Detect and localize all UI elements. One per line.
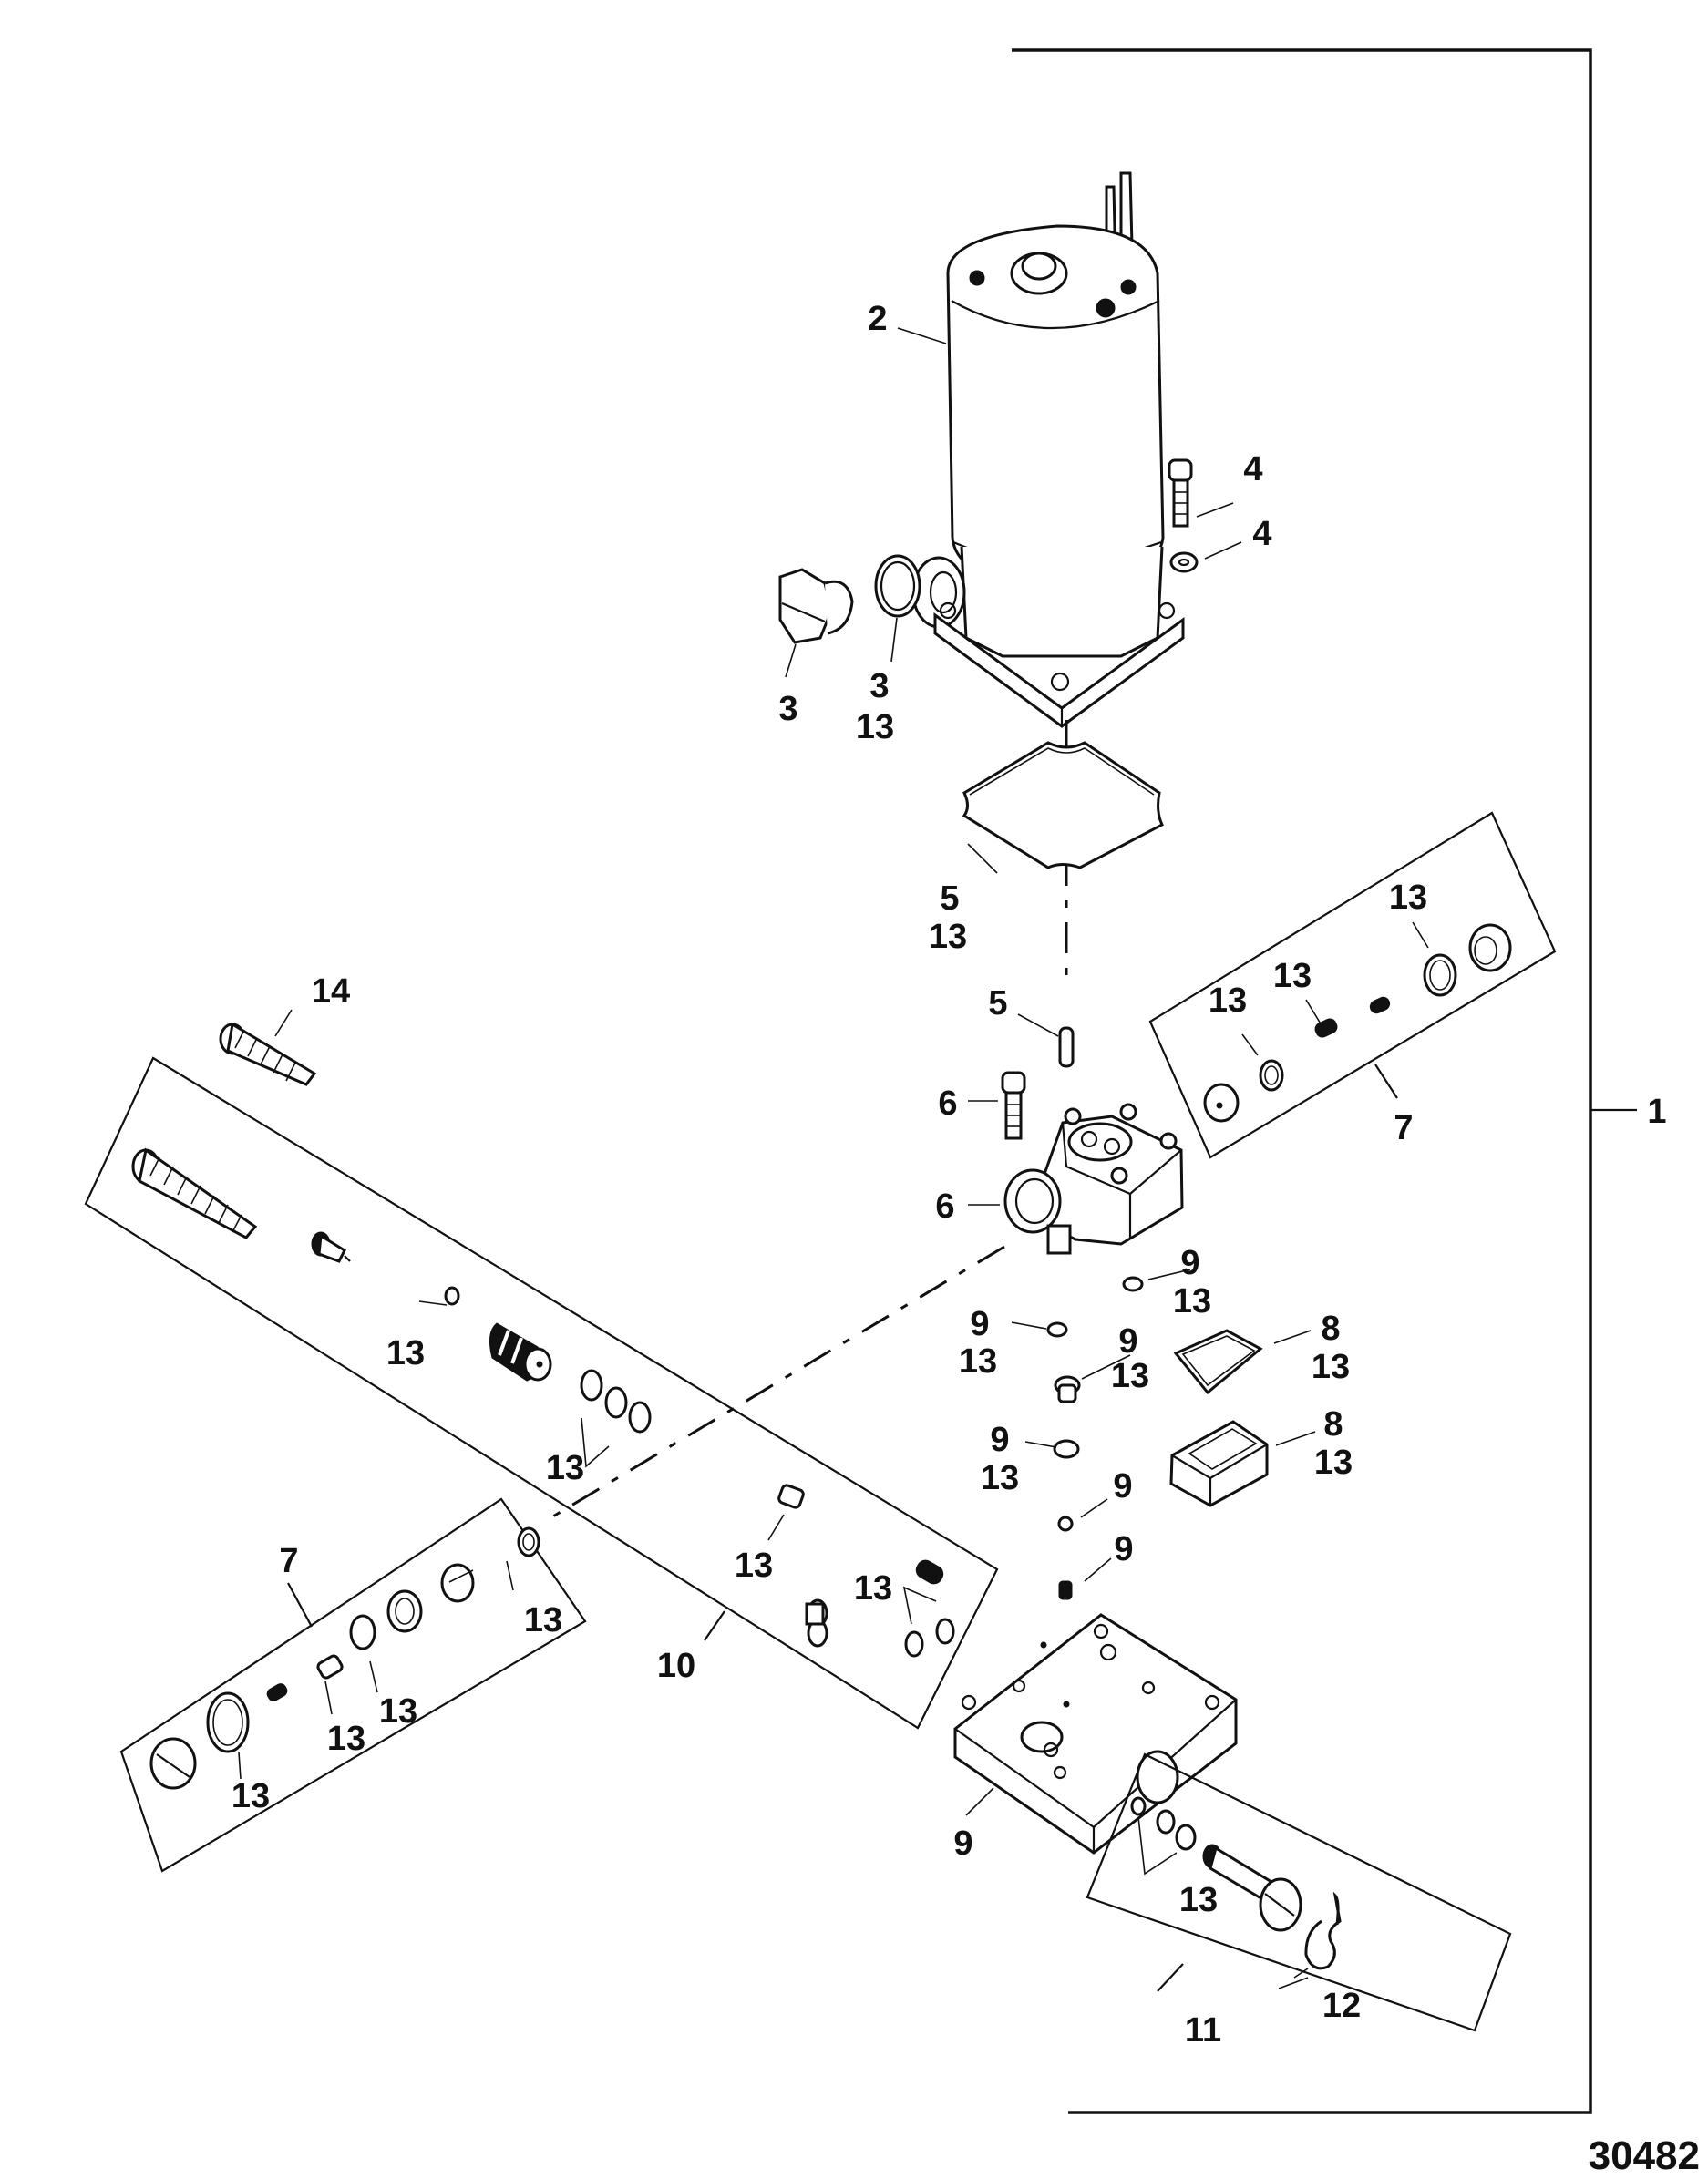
callout-c8b-filter: 8 — [1323, 1405, 1343, 1444]
callout-left-kit-2: 13 — [379, 1692, 417, 1731]
leader-lines — [785, 327, 1316, 1989]
callout-c3b-fill-plug-o-ring: 3 — [869, 667, 889, 705]
check-valve — [1054, 1375, 1081, 1403]
valve-kit-right-box — [1148, 811, 1557, 1159]
callout-c8a-seal: 8 — [1321, 1310, 1340, 1348]
callout-c9b-o-ring: 9 — [970, 1305, 989, 1343]
callout-c9a13-o-ring: 13 — [1173, 1282, 1211, 1321]
valve-body — [953, 1613, 1238, 1855]
callout-c9g-valve-body: 9 — [953, 1824, 972, 1863]
o-ring-9d — [1053, 1439, 1080, 1459]
o-ring-large — [206, 1691, 250, 1753]
motor-washer — [1169, 551, 1199, 573]
callout-c3a-fill-plug: 3 — [778, 690, 797, 728]
figure-number: 30482 — [1589, 2133, 1700, 2174]
seal — [1173, 1329, 1263, 1395]
callout-c10-valve-kit-center: 10 — [657, 1647, 695, 1685]
callout-c8a13-seal: 13 — [1312, 1348, 1350, 1386]
callout-c14-screw: 14 — [312, 972, 350, 1011]
manual-release-kit-box — [1086, 1752, 1512, 2032]
pilot-plug — [777, 1484, 805, 1509]
o-ring-a — [580, 1369, 603, 1402]
callout-c4b-motor-washer: 4 — [1252, 515, 1271, 553]
callout-center-kit-0: 13 — [386, 1334, 425, 1372]
motor-screw — [1168, 458, 1193, 528]
spring-dark — [915, 1559, 944, 1585]
callout-c8b13-filter: 13 — [1314, 1444, 1353, 1482]
callout-c6b-pump-body: 6 — [935, 1187, 954, 1226]
callout-c9e-ball: 9 — [1113, 1467, 1132, 1506]
callout-c9c-check-valve: 9 — [1118, 1322, 1137, 1361]
screw-14 — [219, 1009, 317, 1086]
drive-pin — [1058, 1026, 1075, 1068]
callout-left-kit-1: 13 — [327, 1720, 365, 1758]
callout-c7a-valve-kit-right: 7 — [1394, 1109, 1413, 1147]
assembly-bracket — [1012, 48, 1637, 2114]
callout-c11-manual-release-valve-kit: 11 — [1185, 2011, 1221, 2050]
o-ring-c — [628, 1401, 652, 1434]
callout-c13-k11-manual-release-o-rings: 13 — [1179, 1881, 1218, 1919]
callout-c6a-pump-screw: 6 — [938, 1084, 957, 1123]
callout-c9c13-check-valve: 13 — [1111, 1357, 1149, 1395]
callout-c7b-valve-kit-left: 7 — [279, 1542, 298, 1580]
callout-c9a-o-ring: 9 — [1180, 1244, 1199, 1282]
spring — [1058, 1580, 1073, 1600]
callout-center-kit-1: 13 — [546, 1449, 584, 1487]
pump-body — [1003, 1103, 1184, 1255]
callout-c9f-spring: 9 — [1114, 1530, 1133, 1568]
callout-c3b13-fill-plug-o-ring: 13 — [856, 708, 894, 746]
callout-c5a13-motor-gasket: 13 — [929, 918, 967, 956]
callout-c4a-motor-screw: 4 — [1243, 450, 1262, 488]
callout-c9d13-o-ring: 13 — [981, 1459, 1019, 1497]
callout-c9b13-o-ring: 13 — [959, 1342, 997, 1381]
callout-center-kit-2: 13 — [735, 1547, 773, 1585]
o-ring-9a — [1122, 1276, 1144, 1292]
long-screw — [131, 1147, 258, 1239]
pump-screw — [1001, 1071, 1026, 1140]
o-ring-d — [904, 1630, 924, 1658]
slotted-plug — [149, 1737, 197, 1790]
o-ring-b — [604, 1386, 628, 1419]
small-o-ring — [444, 1286, 460, 1306]
callout-center-kit-3: 13 — [854, 1569, 892, 1608]
pump-valvekit-centerline — [546, 1245, 1005, 1522]
fill-plug — [778, 568, 854, 644]
e-ring — [1304, 1891, 1342, 1970]
callout-right-kit-2: 13 — [1389, 879, 1427, 917]
callout-c5b-drive-pin: 5 — [988, 984, 1007, 1023]
callout-c12-e-ring: 12 — [1322, 1987, 1361, 2025]
motor-gasket — [962, 741, 1164, 869]
electric-motor — [911, 171, 1185, 728]
callout-right-kit-0: 13 — [1209, 982, 1247, 1020]
o-ring-9b — [1046, 1321, 1068, 1338]
valve-pin — [311, 1231, 351, 1263]
spool — [489, 1322, 552, 1382]
callout-c9d-o-ring: 9 — [990, 1421, 1009, 1459]
sleeve-pair — [805, 1598, 828, 1648]
callout-left-kit-0: 13 — [232, 1777, 270, 1815]
callout-right-kit-1: 13 — [1273, 957, 1312, 995]
valve-kit-left-box — [119, 1497, 587, 1873]
fill-plug-o-ring — [874, 554, 921, 618]
o-ring-e — [935, 1618, 955, 1645]
ball — [1057, 1516, 1074, 1532]
valve-kit-center-box — [84, 1056, 999, 1730]
callout-c5a-motor-gasket: 5 — [940, 879, 959, 918]
callout-left-kit-3: 13 — [524, 1601, 562, 1639]
filter — [1169, 1420, 1269, 1507]
manual-release-valve — [1202, 1844, 1302, 1932]
callout-c1-pump-and-motor-assembly: 1 — [1647, 1093, 1666, 1131]
callout-c2-electric-motor: 2 — [868, 300, 887, 338]
